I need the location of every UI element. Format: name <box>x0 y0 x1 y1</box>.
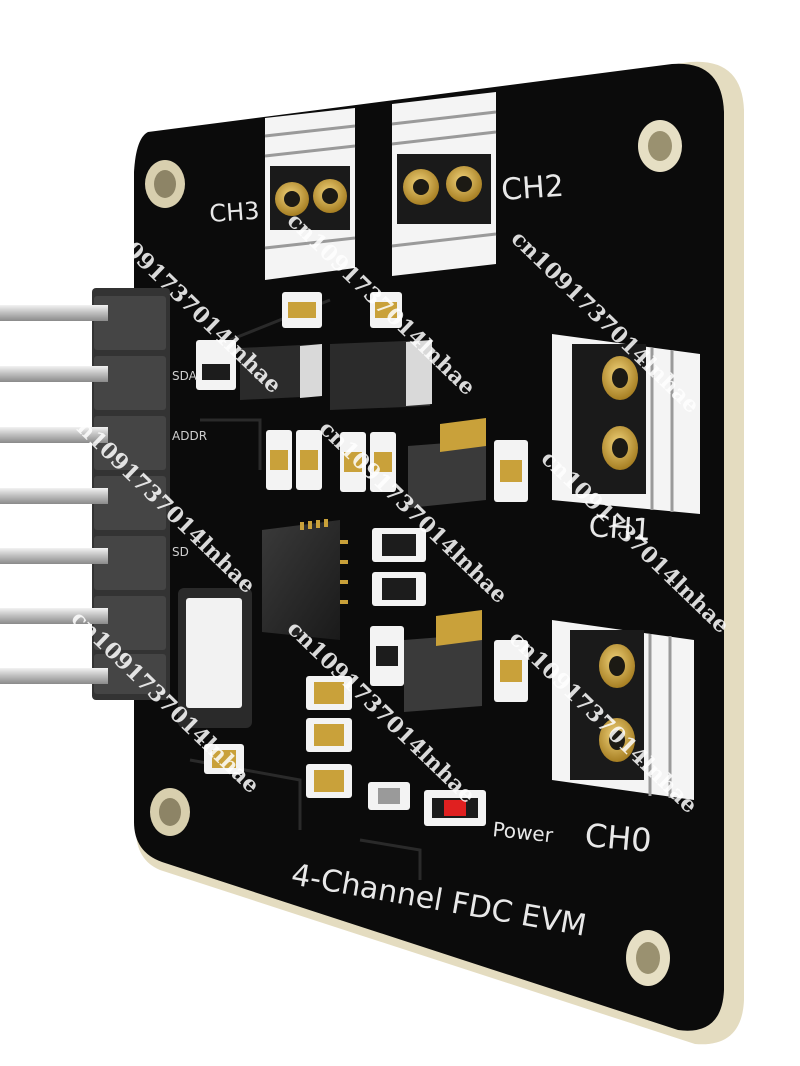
label-ch1: CH1 <box>587 509 652 548</box>
terminal-block-ch0 <box>552 620 694 800</box>
terminal-block-ch3 <box>264 108 356 280</box>
label-ch2: CH2 <box>500 169 565 208</box>
pcb-board <box>134 63 724 1031</box>
label-ch3: CH3 <box>208 197 260 228</box>
terminal-block-ch2 <box>391 92 497 276</box>
terminal-block-ch1 <box>552 334 700 514</box>
header-pins <box>0 305 108 684</box>
inductors <box>240 340 486 712</box>
pin-label-addr: ADDR <box>172 429 207 443</box>
crystal-oscillator <box>178 588 252 728</box>
fdc-ic-chip <box>262 519 348 640</box>
smd-capacitors <box>196 292 528 810</box>
mounting-holes <box>145 120 682 986</box>
power-led <box>424 790 486 826</box>
pin-label-sd: SD <box>172 545 189 559</box>
pin-header <box>92 288 170 700</box>
pin-label-sda: SDA <box>172 369 198 383</box>
label-ch0: CH0 <box>583 816 653 860</box>
